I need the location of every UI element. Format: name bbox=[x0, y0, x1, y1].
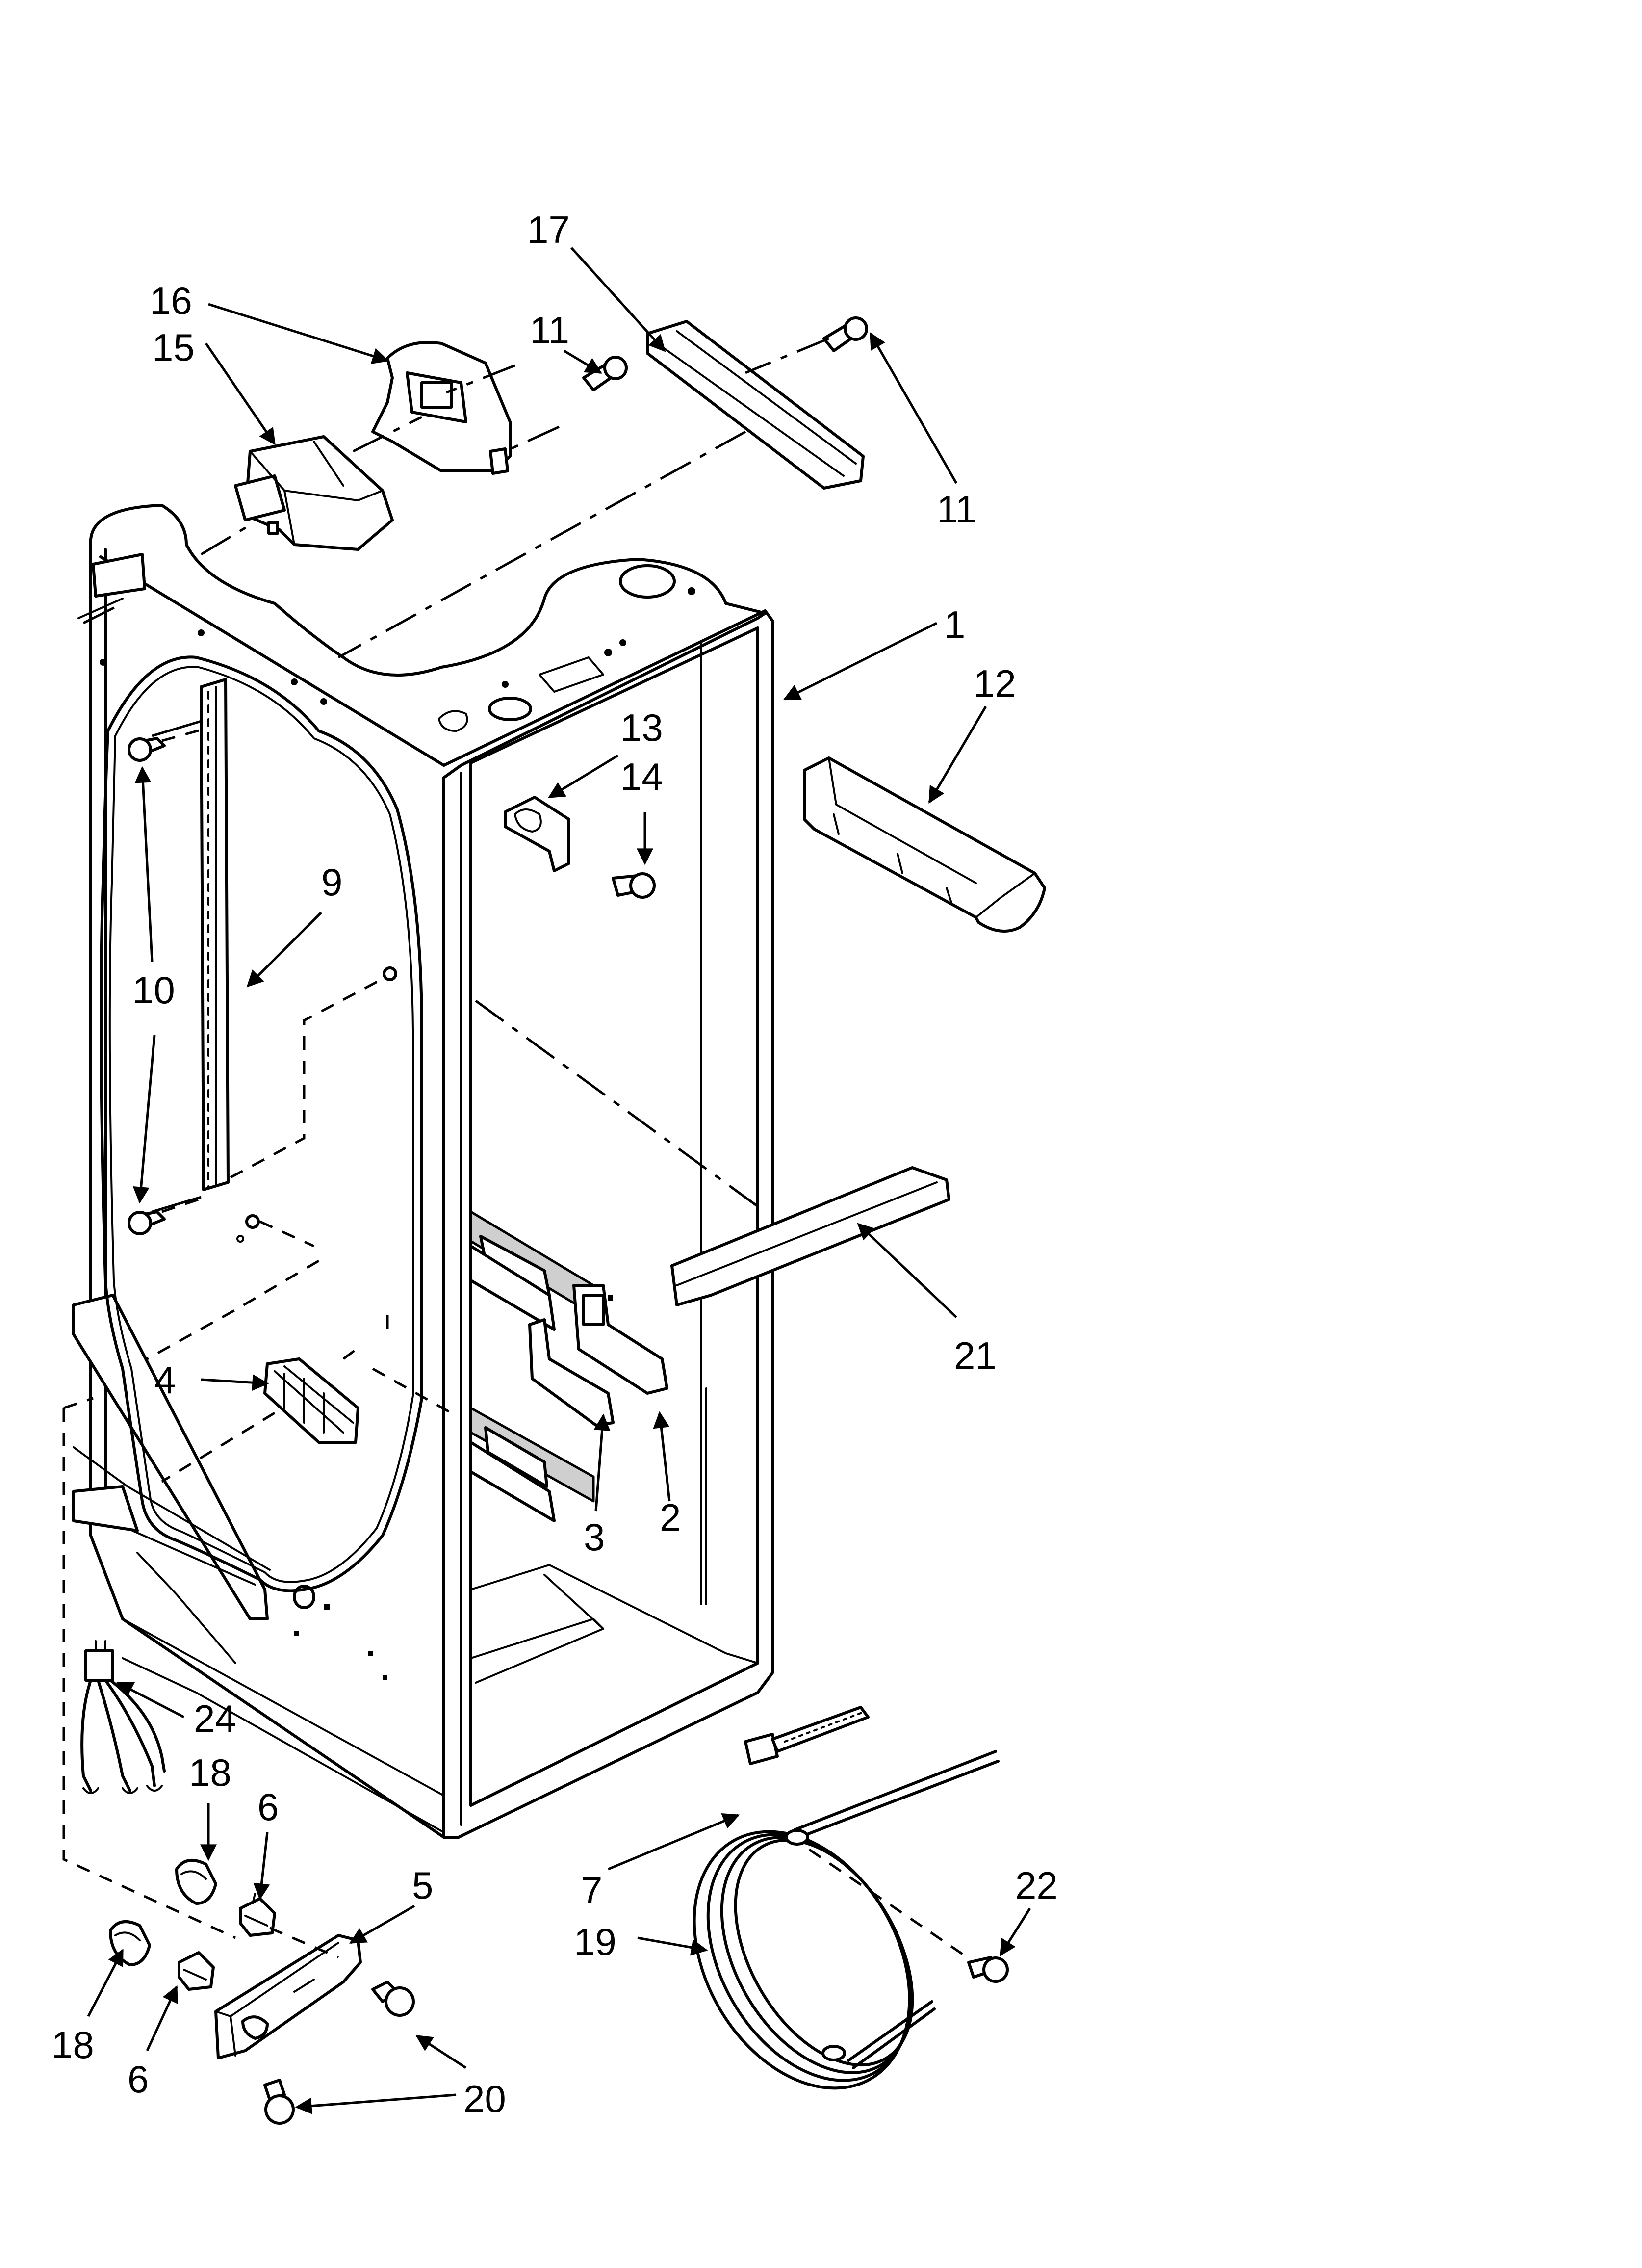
grille-part-4 bbox=[263, 1357, 359, 1444]
duct-part-12 bbox=[803, 756, 1046, 933]
thermostat-part-6-lower bbox=[178, 1951, 215, 1991]
control-housing-part-5 bbox=[214, 1934, 362, 2059]
callout-11-right: 11 bbox=[937, 488, 976, 531]
callout-1: 1 bbox=[944, 603, 965, 646]
callout-4: 4 bbox=[154, 1358, 176, 1402]
callout-18-lower: 18 bbox=[51, 2023, 94, 2066]
callout-3: 3 bbox=[584, 1515, 605, 1559]
bracket-part-2 bbox=[572, 1284, 668, 1395]
callout-2: 2 bbox=[660, 1496, 681, 1539]
coil-tube-part-19 bbox=[693, 1750, 1000, 2090]
bracket-part-16 bbox=[371, 341, 512, 475]
bracket-part-17 bbox=[646, 320, 865, 490]
screw-part-11-b bbox=[822, 316, 868, 352]
callout-22: 22 bbox=[1015, 1864, 1058, 1907]
rail-part-9 bbox=[200, 678, 230, 1191]
knob-part-18-upper bbox=[175, 1859, 217, 1905]
callout-18-upper: 18 bbox=[189, 1751, 231, 1794]
bracket-part-3 bbox=[528, 1318, 615, 1427]
callout-11-top: 11 bbox=[530, 309, 569, 352]
callout-21: 21 bbox=[954, 1334, 997, 1377]
callout-labels: 17 16 11 15 11 1 12 13 14 9 10 21 4 3 2 … bbox=[51, 208, 1058, 2120]
callout-19: 19 bbox=[574, 1920, 616, 1963]
housing-part-15 bbox=[234, 435, 394, 551]
cable-tie-part-7 bbox=[744, 1706, 870, 1765]
bracket-part-13 bbox=[504, 796, 570, 872]
assembly-lines bbox=[62, 337, 972, 1961]
callout-16: 16 bbox=[150, 279, 192, 322]
callout-20: 20 bbox=[463, 2077, 506, 2120]
screw-part-14 bbox=[612, 872, 656, 899]
callout-9: 9 bbox=[321, 860, 342, 904]
callout-17: 17 bbox=[527, 208, 570, 251]
cabinet-liner bbox=[72, 504, 774, 1839]
knob-part-18-lower bbox=[109, 1920, 151, 1966]
screw-part-10-bottom bbox=[128, 1210, 166, 1235]
callout-24: 24 bbox=[194, 1697, 236, 1740]
screw-part-20-lower bbox=[263, 2079, 295, 2125]
callout-15: 15 bbox=[152, 326, 195, 369]
screw-part-22 bbox=[967, 1956, 1009, 1983]
callout-10: 10 bbox=[132, 968, 175, 1012]
callout-6-lower: 6 bbox=[128, 2058, 149, 2101]
screw-part-10-top bbox=[128, 737, 166, 762]
callout-6-upper: 6 bbox=[257, 1785, 279, 1828]
leader-arrows bbox=[87, 247, 1031, 2114]
wire-harness bbox=[100, 655, 423, 1592]
callout-7: 7 bbox=[581, 1869, 602, 1912]
cover-part-21 bbox=[670, 1166, 950, 1306]
harness-part-24 bbox=[80, 1640, 166, 1794]
screw-part-11-a bbox=[582, 356, 628, 391]
callout-14: 14 bbox=[620, 755, 663, 798]
callout-5: 5 bbox=[412, 1864, 433, 1907]
callout-12: 12 bbox=[974, 662, 1016, 705]
callout-13: 13 bbox=[620, 706, 663, 749]
screw-part-20-upper bbox=[371, 1981, 415, 2017]
